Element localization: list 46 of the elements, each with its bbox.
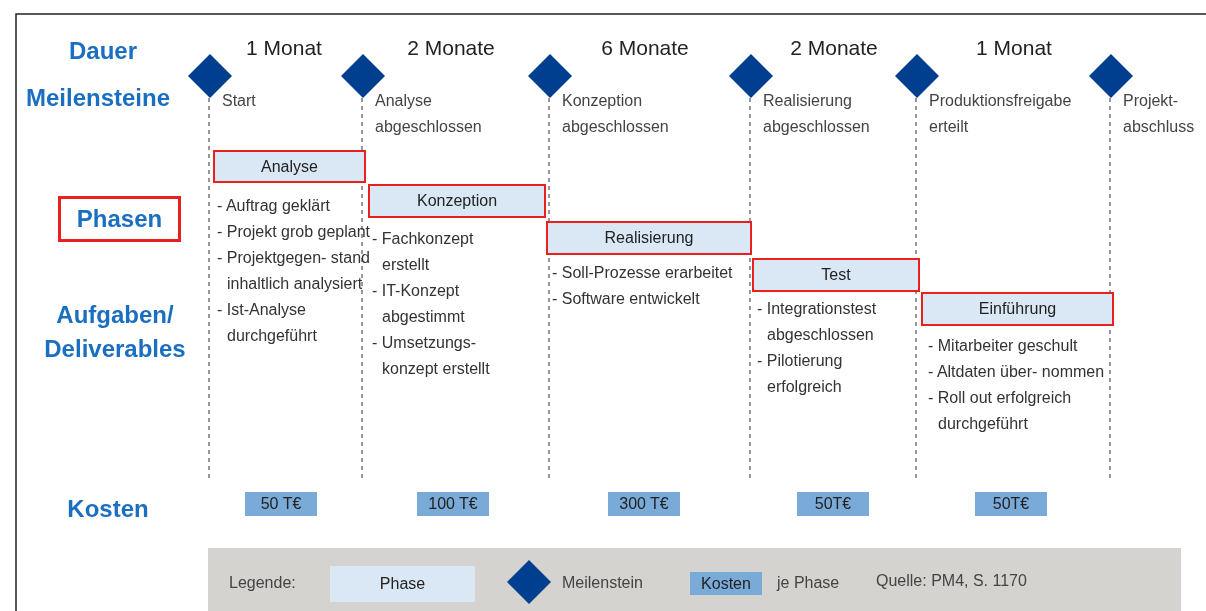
deliverable-text: - Mitarbeiter geschult <box>928 336 1079 356</box>
milestone-label: Analyse abgeschlossen <box>375 91 483 137</box>
deliverable-text: - Software entwickelt <box>552 289 701 309</box>
legend-swatch: Kosten <box>690 572 762 595</box>
phase-bar: Test <box>752 258 920 292</box>
deliverable-text: - Pilotierung erfolgreich <box>757 351 844 397</box>
row-heading: Meilensteine <box>24 83 171 113</box>
duration-label: 2 Monate <box>789 36 879 60</box>
phase-bar: Realisierung <box>546 221 752 255</box>
deliverable-text: - Auftrag geklärt <box>217 196 331 216</box>
milestone-label: Start <box>222 91 257 111</box>
deliverable-text: - Projektgegen- stand inhaltlich analysiert <box>217 248 371 294</box>
source-note: Quelle: PM4, S. 1170 <box>876 571 1028 591</box>
deliverable-text: - Integrationstest abgeschlossen <box>757 299 878 345</box>
phase-bar: Konzeption <box>368 184 546 218</box>
legend-text: Meilenstein <box>562 573 644 593</box>
deliverable-text: - Fachkonzept erstellt <box>372 229 475 275</box>
deliverable-text: - Soll-Prozesse erarbeitet <box>552 263 734 283</box>
duration-label: 1 Monat <box>245 36 323 60</box>
duration-label: 6 Monate <box>600 36 690 60</box>
deliverable-text: - Umsetzungs- konzept erstellt <box>372 333 491 379</box>
deliverable-text: - Altdaten über- nommen <box>928 362 1106 382</box>
milestone-label: Produktionsfreigabe erteilt <box>929 91 1073 137</box>
row-heading: Kosten <box>66 494 150 524</box>
milestone-label: Konzeption abgeschlossen <box>562 91 670 137</box>
cost-label: 50T€ <box>975 492 1047 516</box>
deliverable-text: - Projekt grob geplant <box>217 222 371 242</box>
row-heading: Aufgaben/ Deliverables <box>43 300 187 364</box>
milestone-label: Realisierung abgeschlossen <box>763 91 871 137</box>
phase-bar: Einführung <box>921 292 1114 326</box>
legend-swatch: Phase <box>330 566 475 602</box>
milestone-label: Projekt- abschluss <box>1123 91 1196 137</box>
deliverable-text: - Roll out erfolgreich durchgeführt <box>928 388 1073 434</box>
duration-label: 1 Monat <box>975 36 1053 60</box>
deliverable-text: - Ist-Analyse durchgeführt <box>217 300 318 346</box>
legend-text: je Phase <box>777 573 841 593</box>
phase-heading: Phasen <box>58 196 181 242</box>
legend-heading: Legende: <box>229 573 297 593</box>
duration-label: 2 Monate <box>406 36 496 60</box>
phase-bar: Analyse <box>213 150 366 183</box>
cost-label: 50 T€ <box>245 492 317 516</box>
cost-label: 100 T€ <box>417 492 489 516</box>
cost-label: 50T€ <box>797 492 869 516</box>
cost-label: 300 T€ <box>608 492 680 516</box>
row-heading: Dauer <box>68 36 138 66</box>
deliverable-text: - IT-Konzept abgestimmt <box>372 281 466 327</box>
